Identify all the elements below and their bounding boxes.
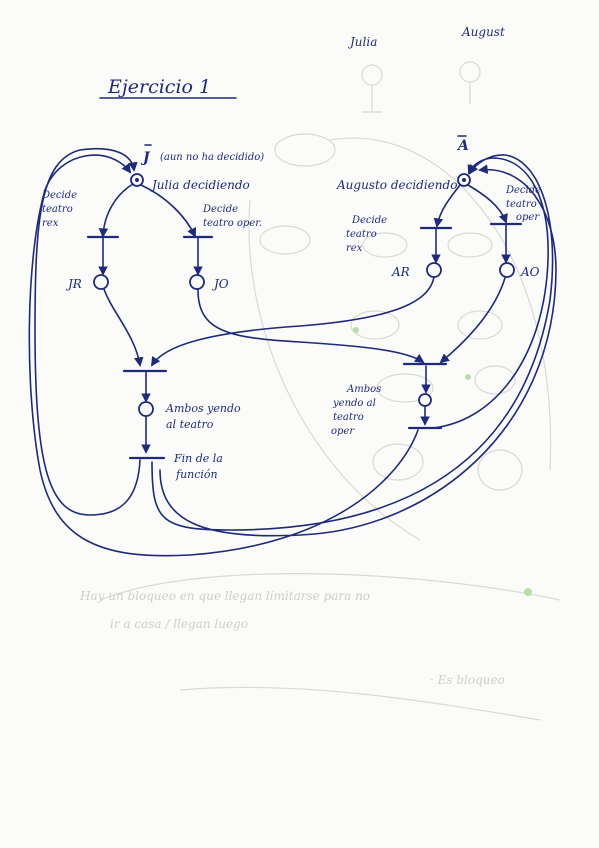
place-both-oper: [418, 393, 432, 407]
place-j-label: J: [140, 150, 151, 166]
place-ar-label: AR: [391, 265, 410, 279]
place-both-oper-label-2: yendo al: [332, 398, 376, 409]
faded-note-1: Hay un bloqueo en que llegan limitarse p…: [79, 589, 370, 603]
label-august-decide-oper-1: Decide: [505, 185, 541, 196]
place-j-note: (aun no ha decidido): [160, 152, 264, 163]
place-jr-label: JR: [65, 277, 82, 291]
place-ar: [426, 262, 442, 278]
token-august: [462, 178, 466, 182]
place-both-rex: [138, 401, 154, 417]
label-julia-decide-rex-1: Decide: [41, 190, 77, 201]
place-ao: [499, 262, 515, 278]
place-both-oper-label-4: oper: [331, 426, 355, 437]
token-julia: [135, 178, 139, 182]
faded-note-3: · Es bloqueo: [430, 673, 505, 687]
label-august-decide-rex-1: Decide: [351, 215, 387, 226]
august-subnet: A Augusto decidiendo Decide teatro rex D…: [150, 135, 541, 367]
faded-background-sketch: Hay un bloqueo en que llegan limitarse p…: [79, 61, 561, 721]
place-a-label: A: [456, 138, 469, 154]
label-august-decide-oper-3: oper: [516, 212, 540, 223]
faded-note-2: ir a casa / llegan luego: [110, 617, 248, 631]
place-august-deciding-label: Augusto decidiendo: [336, 178, 457, 192]
julia-subnet: J (aun no ha decidido) Julia decidiendo …: [41, 144, 425, 367]
place-julia-deciding-label: Julia decidiendo: [149, 178, 250, 192]
label-julia-decide-oper-1: Decide: [202, 204, 238, 215]
place-jr: [93, 274, 109, 290]
place-jo-label: JO: [211, 277, 229, 291]
label-august-decide-oper-2: teatro: [506, 199, 537, 210]
august-label: August: [461, 25, 505, 39]
return-arcs: [28, 147, 557, 557]
place-both-oper-label-3: teatro: [333, 412, 364, 423]
label-august-decide-rex-2: teatro: [346, 229, 377, 240]
label-julia-decide-rex-2: teatro: [42, 204, 73, 215]
label-julia-decide-rex-3: rex: [42, 218, 59, 229]
shared-subnet: Ambos yendo al teatro Fin de la función …: [122, 362, 448, 481]
place-both-rex-label-2: al teatro: [166, 418, 214, 431]
page-title: Ejercicio 1: [107, 76, 211, 98]
label-end-2: función: [175, 468, 218, 481]
julia-label: Julia: [347, 35, 377, 49]
place-jo: [189, 274, 205, 290]
place-both-rex-label-1: Ambos yendo: [165, 402, 241, 415]
label-end-1: Fin de la: [173, 452, 223, 465]
place-ao-label: AO: [520, 265, 540, 279]
label-julia-decide-oper-2: teatro oper.: [203, 218, 262, 229]
label-august-decide-rex-3: rex: [346, 243, 363, 254]
place-both-oper-label-1: Ambos: [346, 384, 381, 395]
